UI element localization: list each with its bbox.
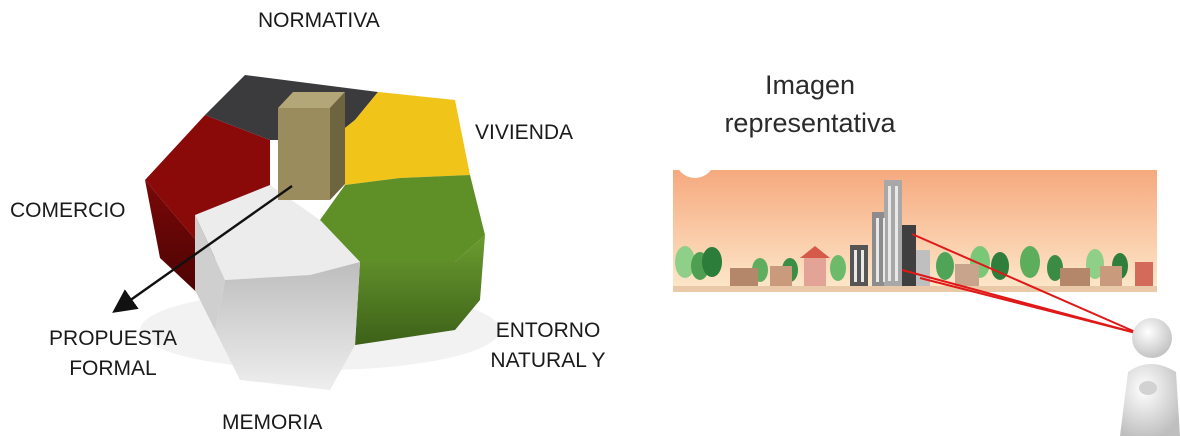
trees-right — [936, 246, 1128, 281]
illustration-title: Imagen representativa — [660, 66, 960, 142]
propuesta-box — [278, 92, 345, 200]
ground — [673, 286, 1157, 292]
segment-memoria — [195, 185, 360, 390]
propuesta-arrow — [112, 185, 293, 313]
trees-left — [675, 246, 846, 282]
city-illustration — [673, 138, 1180, 436]
skyscrapers — [850, 180, 930, 287]
illustration-title-line1: Imagen — [764, 70, 856, 100]
label-propuesta-line2: FORMAL — [69, 357, 157, 380]
label-propuesta-line1: PROPUESTA — [49, 327, 177, 350]
corner-cloud — [675, 138, 715, 178]
houses — [730, 246, 1153, 286]
segment-entorno — [320, 175, 485, 345]
label-entorno-line2: NATURAL Y — [490, 349, 606, 372]
sight-lines — [901, 233, 1141, 335]
illustration-title-line2: representativa — [724, 108, 896, 138]
label-memoria: MEMORIA — [222, 411, 323, 434]
label-propuesta-formal: PROPUESTA FORMAL — [38, 324, 188, 384]
segment-vivienda — [330, 92, 470, 185]
label-vivienda: VIVIENDA — [475, 121, 574, 144]
concept-diagram — [112, 75, 500, 390]
label-entorno-natural: ENTORNO NATURAL Y — [478, 316, 618, 376]
label-entorno-line1: ENTORNO — [495, 319, 601, 342]
person-figure — [1120, 318, 1180, 436]
label-normativa: NORMATIVA — [258, 9, 380, 32]
label-comercio: COMERCIO — [10, 199, 126, 222]
